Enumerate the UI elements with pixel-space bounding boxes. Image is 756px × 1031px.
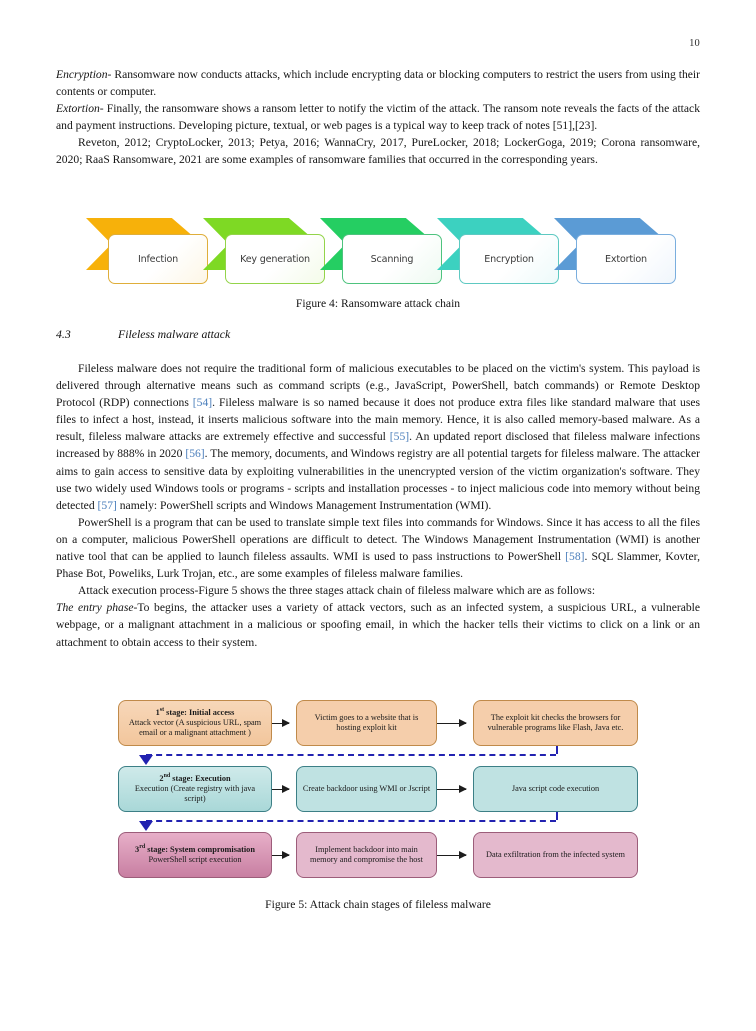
attack-chain-step: Encryption — [437, 216, 567, 290]
attack-stage-description: Data exfiltration from the infected syst… — [486, 849, 625, 859]
paragraph-entry-phase: The entry phase-To begins, the attacker … — [56, 599, 700, 650]
stage-ordinal-number: 2 — [159, 773, 164, 783]
attack-stage-description: PowerShell script execution — [148, 855, 242, 865]
encryption-text: - Ransomware now conducts attacks, which… — [56, 68, 700, 99]
paragraph-fileless-1: Fileless malware does not require the tr… — [56, 360, 700, 514]
stage-title-text: stage: Initial access — [164, 707, 235, 717]
paragraph-encryption: Encryption- Ransomware now conducts atta… — [56, 66, 700, 100]
fileless-p2-a: PowerShell is a program that can be used… — [56, 515, 700, 564]
stage-transition-connector — [146, 820, 556, 822]
attack-chain-step: Scanning — [320, 216, 450, 290]
figure-4-caption: Figure 4: Ransomware attack chain — [295, 297, 461, 310]
section-number: 4.3 — [56, 327, 71, 341]
fileless-p1-c: . An updated report disclosed that filel… — [56, 430, 700, 461]
attack-chain-step: Key generation — [203, 216, 333, 290]
citation-57[interactable]: [57] — [97, 498, 117, 512]
stage-transition-connector — [555, 812, 558, 820]
attack-chain-step-box: Key generation — [225, 234, 325, 284]
stage-title-text: stage: System compromisation — [145, 844, 255, 854]
attack-chain-step-box: Scanning — [342, 234, 442, 284]
attack-chain-step-label: Encryption — [484, 253, 534, 265]
attack-chain-step-label: Scanning — [370, 253, 414, 265]
fileless-p1-d: . The memory, documents, and Windows reg… — [56, 447, 700, 512]
attack-stage-box: The exploit kit checks the browsers for … — [473, 700, 638, 746]
attack-chain-step-label: Key generation — [240, 253, 310, 265]
fileless-text-block: Fileless malware does not require the tr… — [56, 360, 700, 651]
attack-stage-box: Java script code execution — [473, 766, 638, 812]
fileless-p1-a: Fileless malware does not require the tr… — [56, 362, 700, 410]
extortion-term: Extortion — [56, 102, 100, 116]
flow-arrow-icon — [437, 783, 467, 796]
stage-title-text: stage: Execution — [170, 773, 231, 783]
figure-5-caption: Figure 5: Attack chain stages of fileles… — [265, 898, 491, 911]
section-title: Fileless malware attack — [118, 327, 231, 341]
encryption-term: Encryption — [56, 68, 108, 81]
attack-chain-step-label: Extortion — [605, 253, 647, 265]
attack-chain-step-label: Infection — [137, 253, 179, 265]
paragraph-ransomware-families: Reveton, 2012; CryptoLocker, 2013; Petya… — [56, 136, 700, 167]
attack-chain-step-box: Infection — [108, 234, 208, 284]
stage-ordinal-suffix: rd — [139, 843, 146, 850]
flow-arrow-icon — [272, 717, 290, 730]
ransomware-attack-chain-diagram: Infection Key generation Scanning Encryptio… — [86, 216, 676, 294]
attack-stage-title: 3rd stage: System compromisation — [135, 843, 255, 855]
attack-stage-box: Create backdoor using WMI or Jscript — [296, 766, 437, 812]
paragraph-extortion: Extortion- Finally, the ransomware shows… — [56, 100, 700, 134]
attack-stage-box: Victim goes to a website that is hosting… — [296, 700, 437, 746]
citation-54[interactable]: [54] — [192, 396, 213, 410]
attack-stage-description: Attack vector (A suspicious URL, spam em… — [128, 718, 262, 738]
entry-phase-term: The entry phase — [56, 601, 134, 615]
flow-arrow-icon — [272, 849, 290, 862]
attack-chain-step-box: Extortion — [576, 234, 676, 284]
stage-transition-connector — [146, 754, 556, 756]
attack-stage-description: Java script code execution — [511, 783, 600, 793]
page-number: 10 — [689, 38, 700, 49]
fileless-p2-b: . SQL Slammer, Kovter, Phase Bot, Poweli… — [56, 550, 700, 581]
stage-transition-connector — [555, 746, 558, 754]
stage-ordinal-number: 1 — [155, 707, 160, 717]
extortion-text: - Finally, the ransomware shows a ransom… — [56, 102, 700, 133]
stage-transition-arrowhead-icon — [139, 755, 153, 765]
flow-arrow-icon — [272, 783, 290, 796]
attack-stage-description: Victim goes to a website that is hosting… — [314, 712, 419, 732]
fileless-p1-e: namely: PowerShell scripts and Windows M… — [116, 498, 492, 512]
attack-chain-step: Infection — [86, 216, 216, 290]
attack-chain-step: Extortion — [554, 216, 684, 290]
figure-4: Infection Key generation Scanning Encryptio… — [86, 216, 676, 294]
citation-58[interactable]: [58] — [565, 550, 585, 564]
stage-ordinal-number: 3 — [135, 844, 140, 854]
attack-stage-title: 2nd stage: Execution — [159, 772, 231, 784]
attack-stage-description: Execution (Create registry with java scr… — [134, 784, 256, 804]
flow-arrow-icon — [437, 717, 467, 730]
fileless-p1-b: . Fileless malware is so named because i… — [56, 396, 701, 444]
paragraph-fileless-2: PowerShell is a program that can be used… — [56, 514, 700, 582]
stage-ordinal-suffix: nd — [163, 772, 171, 779]
intro-text-block: Encryption- Ransomware now conducts atta… — [56, 66, 700, 169]
section-heading-4-3: 4.3 Fileless malware attack — [56, 327, 700, 342]
citation-56[interactable]: [56] — [185, 447, 205, 461]
attack-stage-description: Implement backdoor into main memory and … — [310, 844, 423, 864]
paragraph-attack-execution: Attack execution process-Figure 5 shows … — [78, 584, 596, 598]
attack-stage-title: 1st stage: Initial access — [155, 706, 235, 718]
stage-transition-arrowhead-icon — [139, 821, 153, 831]
attack-stage-description: The exploit kit checks the browsers for … — [487, 712, 624, 732]
stage-ordinal-suffix: st — [159, 706, 165, 713]
attack-stage-box: Data exfiltration from the infected syst… — [473, 832, 638, 878]
attack-stage-box: Implement backdoor into main memory and … — [296, 832, 437, 878]
attack-stage-description: Create backdoor using WMI or Jscript — [302, 783, 431, 793]
citation-55[interactable]: [55] — [389, 430, 410, 444]
entry-phase-text: -To begins, the attacker uses a variety … — [56, 601, 701, 649]
attack-chain-step-box: Encryption — [459, 234, 559, 284]
flow-arrow-icon — [437, 849, 467, 862]
